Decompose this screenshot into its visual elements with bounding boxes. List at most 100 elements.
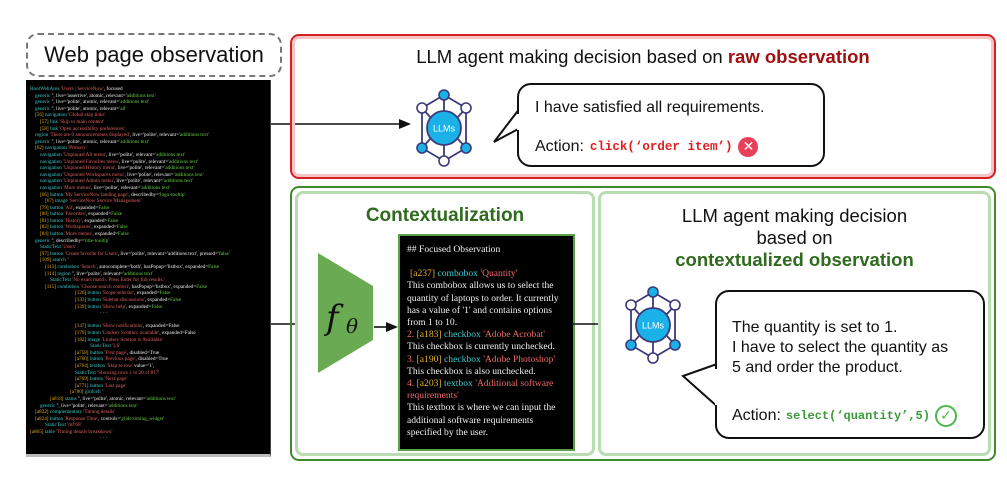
node-role: button <box>89 382 104 389</box>
node-id: [56] <box>35 112 44 119</box>
model-subscript: θ <box>346 314 358 338</box>
tree-line: [57] link 'Skip to main content' <box>30 119 266 126</box>
element-role: textbox <box>444 378 476 390</box>
focused-item-description: This checkbox is currently unchecked. <box>407 341 555 353</box>
node-value: 'additions text' <box>119 99 150 106</box>
node-role: navigation <box>44 112 67 119</box>
contextualization-section: Contextualization f θ ## Focused Observa… <box>295 191 595 456</box>
tree-line: [a758] button 'First page', disabled=Tru… <box>30 350 266 357</box>
node-value: 'additions text' <box>145 395 176 402</box>
node-props: '', live='assertive', atomic, relevant= <box>51 92 126 99</box>
node-props: , expanded=False <box>143 323 180 330</box>
node-role: button <box>49 191 64 198</box>
node-props: , autocomplete='both', hasPopup='listbox… <box>96 264 209 271</box>
node-value: 'logo-tooltip' <box>159 191 186 198</box>
ctx-title-emphasis: contextualized observation <box>675 249 914 270</box>
node-props: , describedby= <box>128 191 160 198</box>
node-name: 'History' <box>64 217 82 224</box>
node-role: generic <box>35 138 51 145</box>
tree-line: generic '', describedby='title-tooltip' <box>30 238 266 245</box>
ctx-action-code: select(‘quantity’,5) <box>785 409 930 423</box>
node-id: [a760] <box>75 356 89 363</box>
node-name: 'LS' <box>112 343 121 350</box>
node-props: , live='polite', relevant= <box>118 158 169 165</box>
node-props: value='1', <box>132 362 155 369</box>
item-number: 3. <box>407 353 417 365</box>
tree-line: StaticText 'No exact match. Press Enter … <box>30 277 266 284</box>
node-role: button <box>49 224 64 231</box>
node-name: 'ServiceNow Service Management' <box>68 198 142 205</box>
node-name: 'No exact match. Press Enter for full re… <box>72 277 165 284</box>
node-props: , expanded= <box>73 204 99 211</box>
bubble-tail-join <box>715 369 719 405</box>
node-name: '' <box>67 257 69 264</box>
element-id: [a237] <box>410 268 438 280</box>
arrow-to-raw-agent <box>271 119 411 129</box>
raw-bubble-text: I have satisfied all requirements. <box>535 99 765 116</box>
node-name: 'mf:68' <box>67 422 82 429</box>
tree-line: [139] button 'Show help', expanded=False <box>30 304 266 311</box>
node-role: navigation <box>40 171 62 178</box>
ctx-action-row: Action: select(‘quantity’,5) ✓ <box>732 405 957 427</box>
node-props: '', live='polite', relevant= <box>71 270 123 277</box>
node-role: gridcell <box>84 389 101 396</box>
node-props: '', describedby= <box>51 237 85 244</box>
tree-line: [a769] button 'Next page' <box>30 376 266 383</box>
node-role: generic <box>35 99 51 106</box>
focused-item-description: This combobox allows us to select the qu… <box>407 280 559 329</box>
node-role: StaticText <box>90 343 111 350</box>
node-name: 'Previous page' <box>104 356 136 363</box>
action-label: Action: <box>535 138 584 155</box>
node-props: , expanded= <box>85 211 112 218</box>
element-name: 'Adobe Photoshop' <box>483 353 556 365</box>
node-role: button <box>49 211 64 218</box>
node-name: 'More menus' <box>63 184 92 191</box>
bubble-line: I have to select the quantity as <box>732 339 949 356</box>
node-value: 'additions text' <box>122 270 153 277</box>
node-props: , expanded=False <box>159 329 196 336</box>
llm-network-icon: LLMs <box>416 89 472 167</box>
node-name: 'Primary' <box>68 145 87 152</box>
node-role: navigation <box>40 165 62 172</box>
node-id: [81] <box>40 217 49 224</box>
observation-title: Web page observation <box>26 33 282 77</box>
contextualized-panel: Contextualization f θ ## Focused Observa… <box>290 186 996 461</box>
node-role: button <box>49 415 64 422</box>
node-role: table <box>44 428 55 435</box>
action-label: Action: <box>732 407 781 424</box>
node-props: , expanded= <box>92 231 118 238</box>
node-role: region <box>57 270 71 277</box>
node-value: False <box>111 211 123 218</box>
node-props: , live='polite', relevant='additions tex… <box>117 250 219 257</box>
node-name: 'Unpinned Favorites menu' <box>63 158 119 165</box>
node-id: [80] <box>40 211 49 218</box>
contextualizer-model-shape: f θ <box>318 253 373 373</box>
node-name: 'Favorites' <box>64 211 86 218</box>
element-name: 'Quantity' <box>480 268 518 280</box>
node-value: 'additions text' <box>168 158 199 165</box>
node-value: False <box>208 264 220 271</box>
contextualized-speech-bubble: The quantity is set to 1. I have to sele… <box>715 290 985 439</box>
tree-line: [114] region '', live='polite', relevant… <box>30 271 266 278</box>
node-id: [179] <box>75 329 87 336</box>
node-name: 'Response Time' <box>64 415 99 422</box>
node-name: 'Next page' <box>104 376 128 383</box>
raw-title-emphasis: raw observation <box>727 46 870 67</box>
focused-item: 4. [a203] textbox 'Additional software r… <box>407 378 566 439</box>
tree-line: StaticText 'LS' <box>30 343 266 350</box>
node-name: 'Unpinned History menu' <box>63 165 116 172</box>
node-name: 'Show notifications' <box>102 323 144 330</box>
node-role: complementary <box>49 409 83 416</box>
node-id: [a769] <box>75 376 89 383</box>
node-id: [a822] <box>35 409 49 416</box>
tree-line: [a818] status '', live='polite', atomic,… <box>30 396 266 403</box>
element-role: combobox <box>437 268 481 280</box>
node-name: '' <box>101 389 104 396</box>
focused-item-description: This textbox is where we can input the a… <box>407 402 556 438</box>
tree-line: · · · <box>30 435 266 442</box>
node-props: , disabled=True <box>126 349 160 356</box>
tree-line: [a780] gridcell '' <box>30 389 266 396</box>
node-role: textbox <box>89 362 106 369</box>
element-id: [a190] <box>416 353 445 365</box>
node-id: [182] <box>75 336 87 343</box>
